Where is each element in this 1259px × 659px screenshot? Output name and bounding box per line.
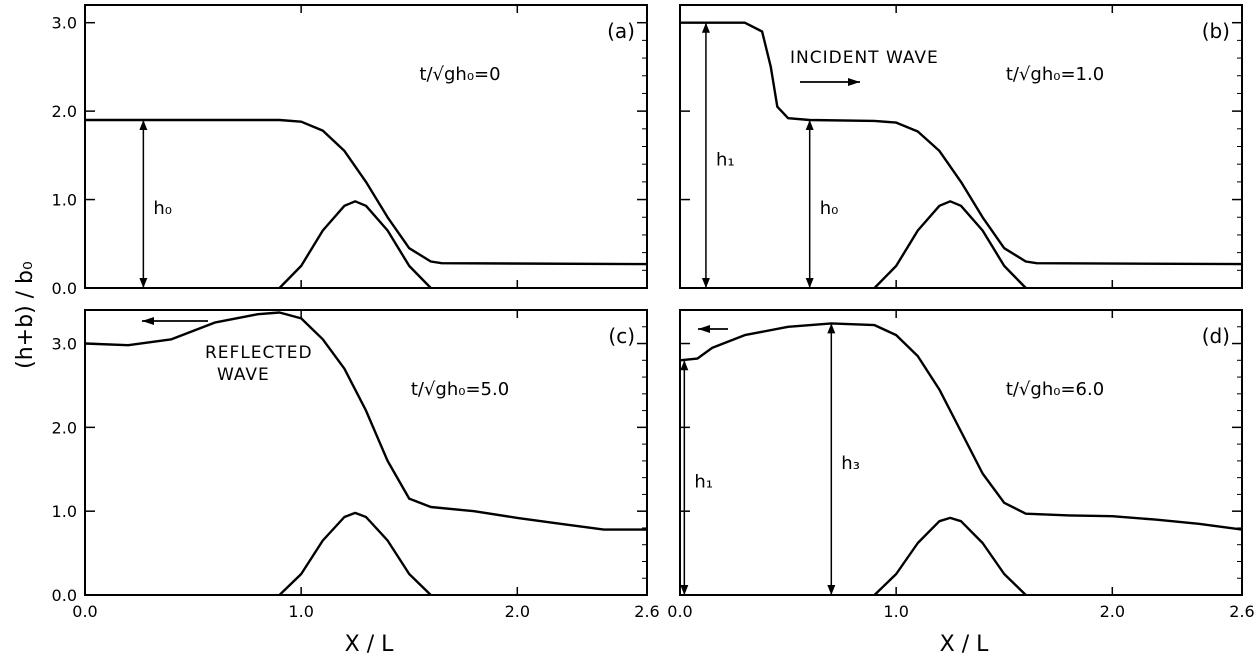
water-surface-line (679, 322, 1243, 531)
arrowhead-down (805, 278, 814, 288)
panel-label: (c) (608, 324, 635, 348)
panel-d: 0.0 1.0 2.0 2.6 (d) t/√gh₀=6.0 h₁ h₃ (667, 309, 1255, 621)
arrowhead-up (827, 323, 836, 334)
height-label: h₁ (716, 149, 735, 170)
panel-a: 0.0 1.0 2.0 3.0 (a) t/√gh₀=0 h₀ (52, 4, 648, 298)
y-tick-label: 2.0 (52, 102, 77, 121)
water-surface-line (84, 311, 647, 531)
x-tick-label: 1.0 (288, 602, 313, 621)
plot-frame (84, 4, 648, 289)
bottom-bump-line (278, 200, 432, 289)
arrowhead-down (139, 278, 148, 288)
panel-label: (b) (1202, 19, 1230, 43)
water-surface-line (680, 21, 1243, 266)
y-tick-label: 1.0 (52, 191, 77, 210)
time-label: t/√gh₀=1.0 (1006, 64, 1104, 85)
arrowhead-up (680, 360, 689, 371)
x-tick-label: 0.0 (72, 602, 97, 621)
x-tick-label: 1.0 (883, 602, 908, 621)
arrowhead (698, 325, 710, 333)
y-tick-label: 3.0 (52, 335, 77, 354)
x-tick-label: 2.0 (1100, 602, 1125, 621)
x-tick-label: 2.6 (634, 602, 659, 621)
arrowhead-up (139, 119, 148, 130)
time-label: t/√gh₀=6.0 (1006, 379, 1104, 400)
arrowhead-down (827, 585, 836, 595)
y-tick-label: 1.0 (52, 502, 77, 521)
panel-label: (a) (607, 19, 635, 43)
time-label: t/√gh₀=0 (419, 64, 500, 85)
y-tick-label: 2.0 (52, 418, 77, 437)
x-tick-label: 2.0 (505, 602, 530, 621)
arrowhead (848, 78, 860, 86)
height-label: h₀ (820, 198, 839, 219)
plot-frame (84, 309, 648, 596)
height-label: h₀ (153, 198, 172, 219)
arrowhead-up (701, 22, 710, 33)
x-axis-label-right: X / L (940, 632, 989, 657)
height-label: h₃ (841, 453, 860, 474)
time-label: t/√gh₀=5.0 (411, 379, 509, 400)
panel-label: (d) (1202, 324, 1230, 348)
arrowhead-up (805, 119, 814, 130)
plot-frame (679, 309, 1243, 596)
water-surface-line (85, 118, 648, 266)
arrowhead (142, 317, 154, 325)
y-tick-label: 0.0 (52, 279, 77, 298)
panel-b: (b) t/√gh₀=1.0 h₁ h₀ INCIDENT WAVE (679, 4, 1243, 289)
arrowhead-down (701, 278, 710, 288)
x-axis-label-left: X / L (345, 632, 394, 657)
height-label: h₁ (694, 472, 713, 493)
bottom-bump-line (873, 516, 1027, 596)
arrowhead-down (680, 585, 689, 595)
plot-frame (679, 4, 1243, 289)
x-tick-label: 2.6 (1229, 602, 1254, 621)
bottom-bump-line (278, 511, 432, 596)
panel-c: 0.0 1.0 2.0 3.0 0.0 1.0 2.0 2.6 (c) t/√gh₀=5.0 REF… (52, 309, 660, 621)
incident-wave-label: INCIDENT WAVE (790, 48, 939, 68)
y-tick-label: 3.0 (52, 14, 77, 33)
bottom-bump-line (873, 200, 1027, 289)
x-tick-label: 0.0 (667, 602, 692, 621)
y-tick-label: 0.0 (52, 586, 77, 605)
y-axis-label: (h+b) / b₀ (13, 261, 38, 369)
